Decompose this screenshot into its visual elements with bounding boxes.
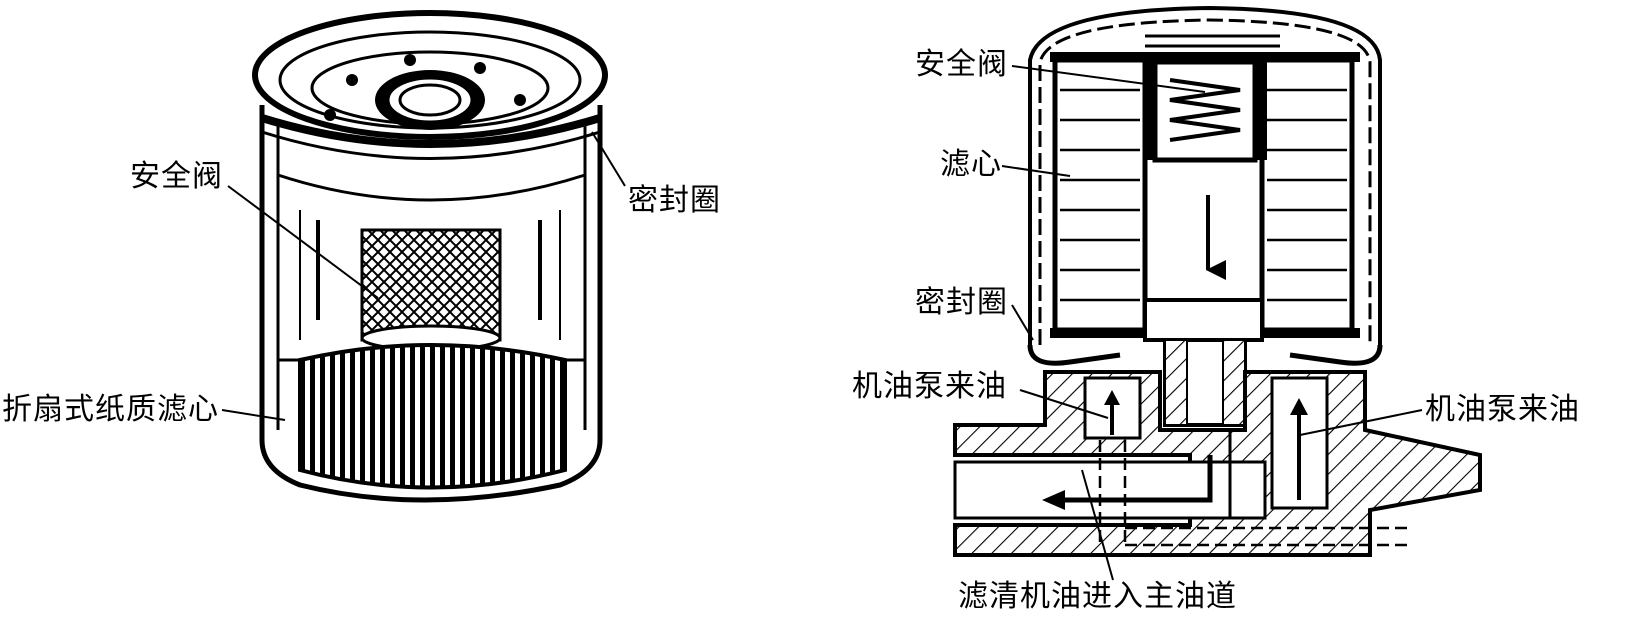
- label-clean-oil-to-main-gallery: 滤清机油进入主油道: [958, 579, 1237, 614]
- label-pump-oil-in-left: 机油泵来油: [852, 369, 1007, 404]
- right-filter-drawing: [953, 5, 1482, 557]
- left-filter-drawing: [252, 10, 608, 503]
- left-leader-lines: [221, 131, 626, 421]
- label-seal-ring-right: 密封圈: [915, 285, 1008, 320]
- label-seal-ring-left: 密封圈: [628, 183, 721, 218]
- label-folded-paper-element: 折扇式纸质滤心: [2, 392, 219, 427]
- label-pump-oil-in-right: 机油泵来油: [1425, 392, 1580, 427]
- label-safety-valve-left: 安全阀: [130, 159, 223, 194]
- right-leader-lines: [1001, 65, 1423, 581]
- label-safety-valve-right: 安全阀: [915, 47, 1008, 82]
- label-filter-element: 滤心: [940, 147, 1002, 182]
